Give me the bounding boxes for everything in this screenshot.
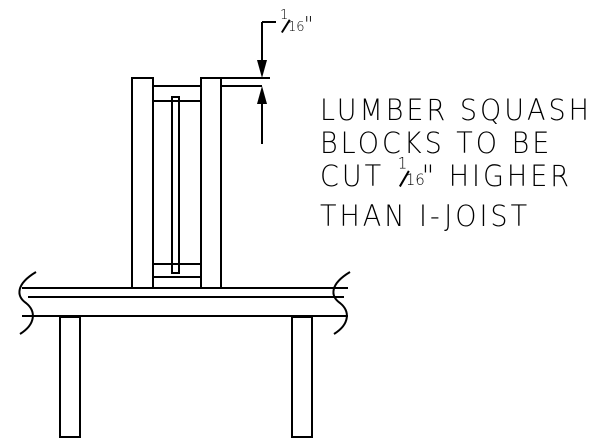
i-joist-web [171,96,180,274]
left-squash-block [131,77,154,289]
right-support-post [291,316,313,438]
note-fraction-denominator: 16 [405,169,425,190]
inch-mark: " [304,12,314,36]
i-joist [153,85,201,278]
beam [18,271,351,335]
dimension-arrow-down [257,60,267,78]
note-fraction-numerator: 1 [397,153,408,173]
note-line-2: BLOCKS TO BE [320,127,553,161]
right-break-line [332,271,351,335]
note-line-1: LUMBER SQUASH [320,94,592,128]
note-line-4: THAN I-JOIST [320,200,531,234]
fraction-numerator: 1 [280,8,289,23]
left-support-post [59,316,81,438]
fraction-denominator: 16 [288,20,305,35]
height-dimension [221,21,276,144]
note-line-3-start: CUT [320,160,396,194]
left-break-line [18,271,37,335]
note-line-3-end: " HIGHER [421,160,573,194]
dimension-arrow-up [257,86,267,104]
right-squash-block [200,77,222,289]
